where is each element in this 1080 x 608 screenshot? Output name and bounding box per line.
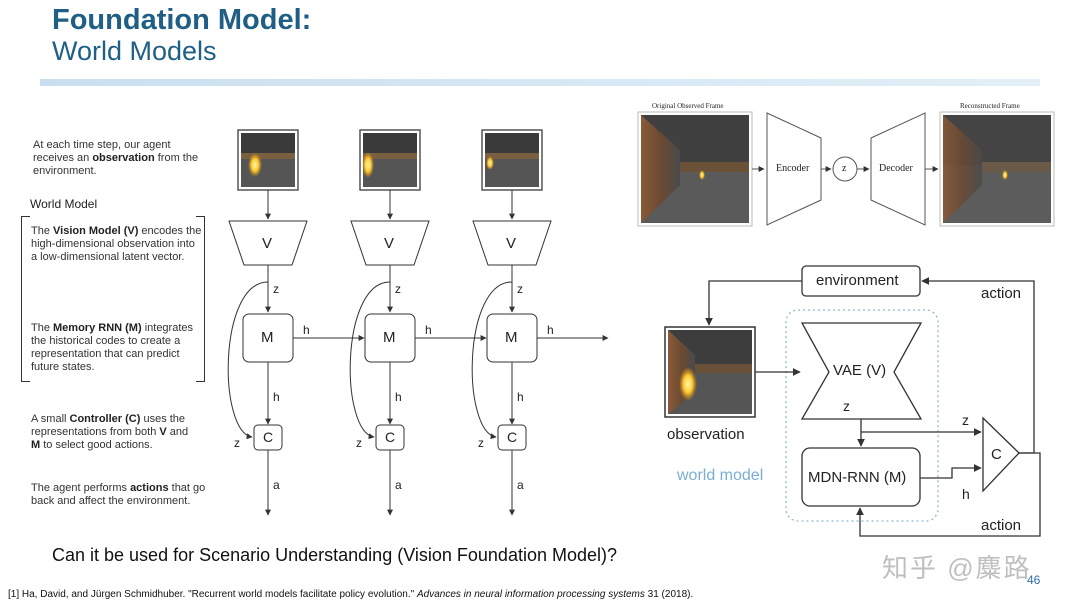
vae-z-label: z bbox=[842, 163, 847, 174]
v-encoder-2 bbox=[350, 220, 430, 266]
h-to-c-label: h bbox=[962, 486, 970, 502]
reference-footnote: [1] Ha, David, and Jürgen Schmidhuber. "… bbox=[8, 589, 694, 600]
a-label-3: a bbox=[517, 478, 524, 492]
actions-text: The agent performs actions that go back … bbox=[31, 482, 206, 507]
observation-text: At each time step, our agent receives an… bbox=[33, 139, 199, 177]
decoder-label: Decoder bbox=[879, 163, 913, 174]
slide-title: Foundation Model: bbox=[52, 4, 312, 36]
z-label-1: z bbox=[273, 282, 279, 296]
world-model-heading: World Model bbox=[30, 197, 98, 211]
encoder-block bbox=[766, 112, 822, 226]
v-label-1: V bbox=[262, 235, 273, 252]
page-number: 46 bbox=[1027, 573, 1041, 587]
h-label-3: h bbox=[547, 323, 554, 337]
mdn-rnn-label: MDN-RNN (M) bbox=[808, 469, 907, 486]
zc-label-3: z bbox=[478, 436, 484, 450]
vae-z-output-label: z bbox=[843, 398, 850, 414]
action-bottom-label: action bbox=[981, 517, 1022, 534]
a-label-1: a bbox=[273, 478, 280, 492]
m-label-3: M bbox=[505, 329, 518, 346]
vae-figure bbox=[637, 111, 1055, 227]
h-down-label-2: h bbox=[395, 390, 402, 404]
c-label-2: C bbox=[385, 429, 396, 445]
h-down-label-3: h bbox=[517, 390, 524, 404]
a-label-2: a bbox=[395, 478, 402, 492]
encoder-label: Encoder bbox=[776, 163, 810, 174]
v-label-3: V bbox=[506, 235, 517, 252]
step-2 bbox=[349, 129, 487, 516]
world-model-bracket-left bbox=[21, 216, 30, 382]
step-1 bbox=[227, 129, 365, 516]
m-label-1: M bbox=[261, 329, 274, 346]
decoder-block bbox=[870, 112, 926, 226]
zc-label-1: z bbox=[234, 436, 240, 450]
controller-block bbox=[982, 416, 1020, 493]
slide-subtitle: World Models bbox=[52, 36, 217, 66]
question-text: Can it be used for Scenario Understandin… bbox=[52, 545, 618, 565]
v-encoder-3 bbox=[472, 220, 552, 266]
memory-rnn-text: The Memory RNN (M) integrates the histor… bbox=[31, 322, 194, 373]
loop-figure bbox=[664, 265, 1041, 537]
watermark: 知乎 @麋路 bbox=[882, 553, 1032, 583]
c-label-1: C bbox=[263, 429, 274, 445]
h-label-1: h bbox=[303, 323, 310, 337]
vae-label: VAE (V) bbox=[833, 362, 887, 379]
zc-label-2: z bbox=[356, 436, 362, 450]
reconstructed-frame-caption: Reconstructed Frame bbox=[960, 102, 1020, 110]
z-label-2: z bbox=[395, 282, 401, 296]
vae-block bbox=[800, 322, 923, 420]
world-model-box bbox=[785, 309, 939, 522]
observation-label: observation bbox=[667, 426, 745, 443]
z-to-c-label: z bbox=[962, 412, 969, 428]
controller-label: C bbox=[991, 446, 1002, 463]
title-underline bbox=[40, 79, 1040, 86]
action-top-label: action bbox=[981, 285, 1022, 302]
world-model-bracket-right bbox=[196, 216, 205, 382]
mdn-rnn-block bbox=[801, 447, 921, 507]
world-model-label: world model bbox=[677, 467, 764, 484]
h-label-2: h bbox=[425, 323, 432, 337]
v-encoder-1 bbox=[228, 220, 308, 266]
environment-label: environment bbox=[816, 272, 899, 289]
original-frame-caption: Original Observed Frame bbox=[652, 102, 724, 110]
vision-model-text: The Vision Model (V) encodes the high-di… bbox=[31, 225, 202, 263]
v-label-2: V bbox=[384, 235, 395, 252]
h-down-label-1: h bbox=[273, 390, 280, 404]
m-label-2: M bbox=[383, 329, 396, 346]
z-label-3: z bbox=[517, 282, 523, 296]
c-label-3: C bbox=[507, 429, 518, 445]
controller-text: A small Controller (C) uses the represen… bbox=[31, 413, 189, 451]
step-3 bbox=[471, 129, 609, 516]
